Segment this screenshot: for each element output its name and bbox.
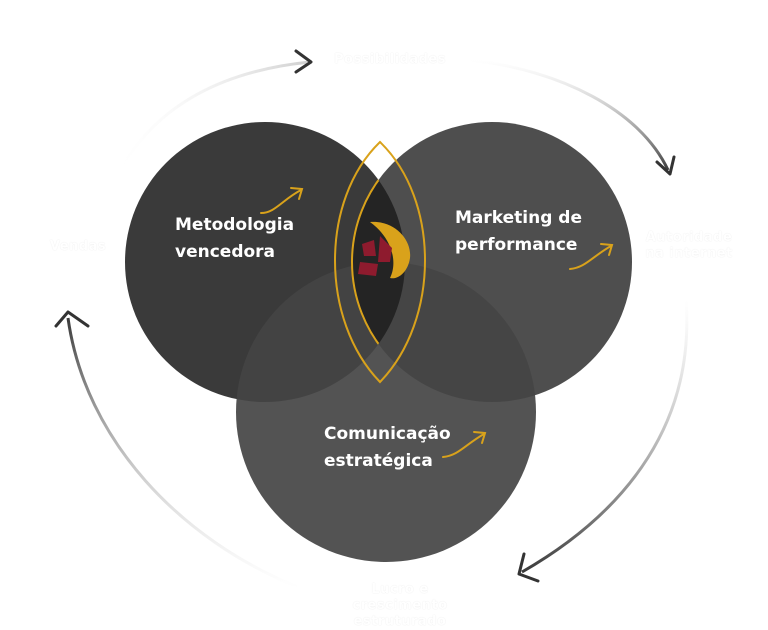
cycle-arrowhead-top — [294, 49, 313, 74]
growth-arrow-icon — [442, 431, 487, 458]
growth-arrow-icon — [569, 243, 614, 270]
circle-bottom — [236, 262, 536, 562]
cycle-arrowhead-right — [655, 155, 676, 176]
cycle-arc-right — [469, 58, 670, 171]
cycle-label-right: Autoridade na internet — [645, 230, 733, 261]
cycle-arrowhead-lower-left — [54, 310, 90, 328]
intersection-lens — [351, 122, 405, 402]
cycle-arc-lower-right — [521, 299, 689, 574]
cycle-arc-top — [118, 60, 311, 171]
cycle-label-left: Vendas — [49, 239, 107, 254]
lens-outline — [334, 140, 426, 384]
cycle-label-bottom: Lucro e crescimento estruturado — [352, 582, 448, 629]
cycle-arc-lower-left — [66, 317, 301, 590]
circle-label-right: Marketing de performance — [455, 208, 582, 255]
circle-label-bottom: Comunicação estratégica — [324, 424, 451, 471]
circle-label-left: Metodologia vencedora — [175, 215, 295, 262]
cycle-arrowhead-lower-right — [517, 552, 540, 583]
cycle-label-top: Possibilidades — [333, 52, 446, 67]
brand-logo-icon — [358, 221, 411, 279]
growth-arrow-icon — [260, 187, 304, 214]
